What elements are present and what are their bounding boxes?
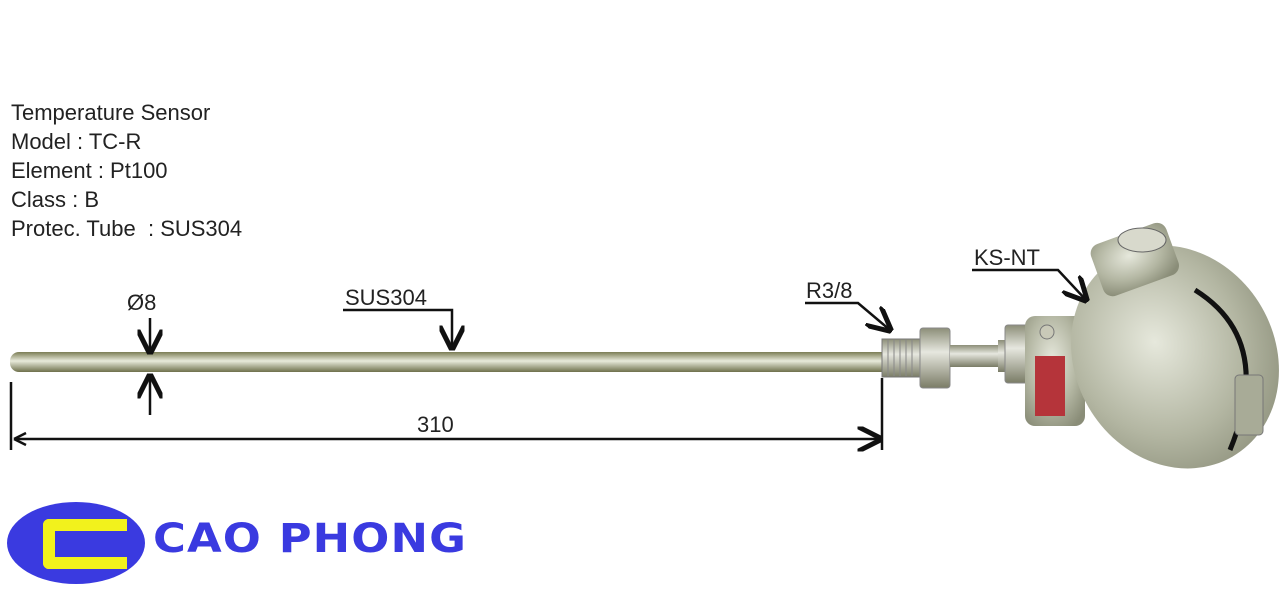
protection-tube [10, 352, 890, 372]
head-label: KS-NT [974, 245, 1040, 270]
spec-class: Class : B [11, 187, 100, 212]
spec-tube: Protec. Tube : SUS304 [11, 216, 243, 241]
length-label: 310 [417, 412, 454, 437]
material-label: SUS304 [345, 285, 427, 310]
company-logo: CAO PHONG [5, 502, 505, 584]
spec-element: Element : Pt100 [11, 158, 168, 183]
logo-oval [7, 502, 145, 584]
spec-title: Temperature Sensor [11, 100, 211, 125]
thread-label: R3/8 [806, 278, 853, 303]
diameter-label: Ø8 [127, 290, 157, 315]
thread-fitting [881, 324, 1031, 389]
logo-c-mark-icon [43, 519, 127, 569]
spec-block: Temperature Sensor Model : TC-R Element … [11, 98, 242, 243]
connection-head [1025, 222, 1279, 469]
spec-model: Model : TC-R [11, 129, 142, 154]
logo-text: CAO PHONG [153, 516, 468, 562]
